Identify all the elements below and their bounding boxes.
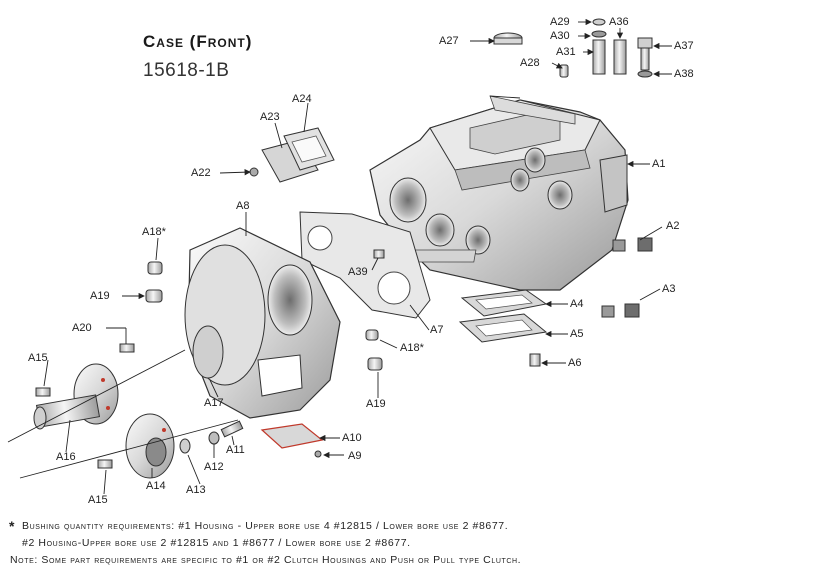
part-label-a18-upper: A18* [142, 226, 166, 238]
footnote-line-2: #2 Housing-Upper bore use 2 #12815 and 1… [22, 537, 411, 549]
footnote-line-1: Bushing quantity requirements: #1 Housin… [22, 520, 509, 532]
part-label-a19-upper: A19 [90, 290, 110, 302]
part-label-a30: A30 [550, 30, 570, 42]
part-label-a13: A13 [186, 484, 206, 496]
part-label-a36: A36 [609, 16, 629, 28]
fittings [601, 237, 653, 318]
part-label-a38: A38 [674, 68, 694, 80]
top-hardware [493, 18, 653, 78]
top-cover-plates [249, 127, 335, 183]
part-label-a15-upper: A15 [28, 352, 48, 364]
part-label-a14: A14 [146, 480, 166, 492]
part-label-a23: A23 [260, 111, 280, 123]
part-label-a10: A10 [342, 432, 362, 444]
part-label-a7: A7 [430, 324, 444, 336]
part-label-a8: A8 [236, 200, 250, 212]
case-gasket [299, 211, 431, 319]
part-label-a16: A16 [56, 451, 76, 463]
part-label-a12: A12 [204, 461, 224, 473]
leader-lines [7, 18, 672, 495]
part-number: 15618-1B [143, 60, 230, 81]
footnote-line-3: Note: Some part requirements are specifi… [10, 554, 522, 566]
part-label-a39: A39 [348, 266, 368, 278]
part-label-a18-lower: A18* [400, 342, 424, 354]
part-label-a20: A20 [72, 322, 92, 334]
part-label-a29: A29 [550, 16, 570, 28]
part-label-a28: A28 [520, 57, 540, 69]
clutch-housing [184, 227, 341, 419]
part-label-a5: A5 [570, 328, 584, 340]
footnote-asterisk: * [9, 518, 15, 534]
diagram-title: Case (Front) [143, 32, 253, 51]
transmission-case [369, 95, 629, 291]
part-label-a4: A4 [570, 298, 584, 310]
part-label-a2: A2 [666, 220, 680, 232]
part-label-a22: A22 [191, 167, 211, 179]
part-label-a19-lower: A19 [366, 398, 386, 410]
bushings-bolts [35, 249, 385, 469]
part-label-a9: A9 [348, 450, 362, 462]
part-label-a24: A24 [292, 93, 312, 105]
part-label-a17: A17 [204, 397, 224, 409]
part-label-a3: A3 [662, 283, 676, 295]
part-label-a31: A31 [556, 46, 576, 58]
part-label-a37: A37 [674, 40, 694, 52]
part-label-a15-lower: A15 [88, 494, 108, 506]
part-label-a6: A6 [568, 357, 582, 369]
part-label-a1: A1 [652, 158, 666, 170]
part-label-a27: A27 [439, 35, 459, 47]
part-label-a11: A11 [226, 444, 245, 456]
